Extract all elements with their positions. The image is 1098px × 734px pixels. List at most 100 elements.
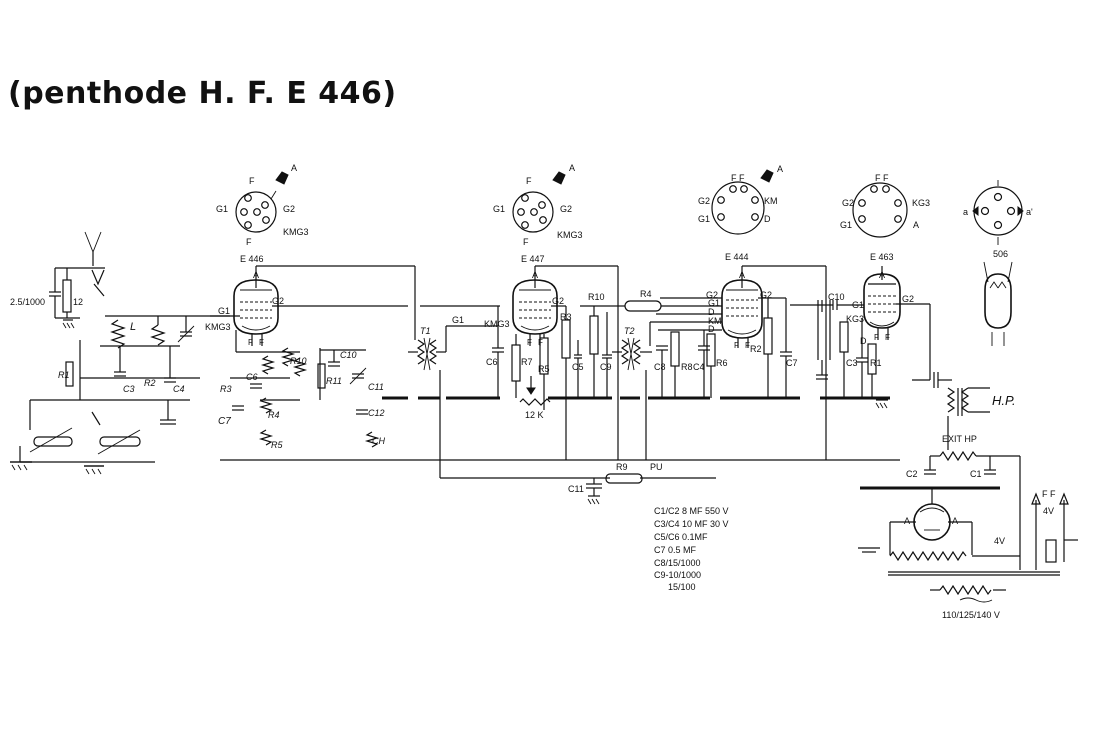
tube-e447: A G2 KMG3 F F xyxy=(484,265,619,347)
pin-label: a xyxy=(963,207,968,217)
transformer-t1: T1 G1 xyxy=(408,266,500,460)
electrode-label: A xyxy=(532,270,538,280)
electrode-label: D xyxy=(708,307,715,317)
component-label: EXIT HP xyxy=(942,434,977,444)
electrode-label: A xyxy=(879,270,885,280)
electrode-label: G1 xyxy=(218,306,230,316)
component-label: C12 xyxy=(368,408,385,418)
component-label: R6 xyxy=(716,358,728,368)
bus-lines xyxy=(220,396,900,479)
parts-list-item: C8/15/1000 xyxy=(654,558,701,568)
component-label: C10 xyxy=(340,350,357,360)
component-label: R1 xyxy=(58,370,70,380)
e447-components: C6 R7 R5 R3 12 K C5 C9 R10 xyxy=(486,292,612,460)
tube-e444: A G2 G2 G1 D KM D F F xyxy=(649,265,826,350)
output-stage: H.P. EXIT HP C2 C1 xyxy=(860,372,1021,570)
component-label: C7 xyxy=(218,416,231,427)
electrode-label: D xyxy=(708,324,715,334)
pin-label: G1 xyxy=(216,204,228,214)
component-label: 12 K xyxy=(525,410,544,420)
pin-label: G2 xyxy=(698,196,710,206)
electrode-label: F xyxy=(248,338,253,347)
electrode-label: G1 xyxy=(852,300,864,310)
pin-label: KM xyxy=(764,196,778,206)
pin-label: G2 xyxy=(283,204,295,214)
aerial-section: 2.5/1000 12 xyxy=(10,231,105,329)
component-label: C9 xyxy=(600,362,612,372)
parts-list: C1/C2 8 MF 550 V C3/C4 10 MF 30 V C5/C6 … xyxy=(654,506,729,592)
parts-list-item: C1/C2 8 MF 550 V xyxy=(654,506,729,516)
pin-label: A xyxy=(569,163,575,173)
electrode-label: F xyxy=(527,338,532,347)
component-label: CH xyxy=(372,436,385,446)
component-label: R10 xyxy=(290,356,307,366)
electrode-label: G1 xyxy=(452,315,464,325)
electrode-label: G2 xyxy=(760,290,772,300)
component-label: H.P. xyxy=(992,393,1016,408)
component-label: T2 xyxy=(624,326,635,336)
component-label: PU xyxy=(650,462,663,472)
component-label: A xyxy=(904,516,910,526)
pickup-input: R9 PU C11 xyxy=(568,462,663,505)
component-label: C2 xyxy=(906,469,918,479)
component-label: R2 xyxy=(750,344,762,354)
electrode-label: F xyxy=(259,338,264,347)
tube-name: E 444 xyxy=(725,252,749,262)
tube-name: E 446 xyxy=(240,254,264,264)
electrode-label: G1 xyxy=(708,298,720,308)
pin-label: F xyxy=(249,176,255,186)
pin-label: G1 xyxy=(698,214,710,224)
component-label: 4V xyxy=(994,536,1005,546)
component-label: R9 xyxy=(616,462,628,472)
component-label: C8 xyxy=(654,362,666,372)
electrode-label: KMG3 xyxy=(205,322,231,332)
electrode-label: F xyxy=(874,333,879,342)
component-label: 110/125/140 V xyxy=(942,610,1000,620)
pin-label: F xyxy=(246,237,252,247)
tube-e446: A G1 G2 KMG3 F F xyxy=(205,265,415,347)
component-label: L xyxy=(130,321,136,333)
parts-list-item: C3/C4 10 MF 30 V xyxy=(654,519,729,529)
electrode-label: F xyxy=(745,341,750,350)
pin-label: F xyxy=(523,237,529,247)
pin-label: KG3 xyxy=(912,198,930,208)
pin-label: a' xyxy=(1026,207,1033,217)
pin-label: G1 xyxy=(840,220,852,230)
tube-e463: A G1 G2 KG3 D F F C10 C3 R1 xyxy=(790,266,931,460)
pin-label: F F xyxy=(875,173,889,183)
tube-name: E 447 xyxy=(521,254,545,264)
parts-list-item: C7 0.5 MF xyxy=(654,545,697,555)
component-label: R5 xyxy=(271,440,283,450)
electrode-label: G2 xyxy=(706,290,718,300)
electrode-label: D xyxy=(860,336,867,346)
pin-label: KMG3 xyxy=(557,230,583,240)
component-label: C6 xyxy=(246,372,258,382)
electrode-label: F xyxy=(885,333,890,342)
tube-name: E 463 xyxy=(870,252,894,262)
component-label: C4 xyxy=(173,384,185,394)
pin-label: A xyxy=(291,163,297,173)
parts-list-item: 15/100 xyxy=(668,582,696,592)
ground-symbol xyxy=(10,461,104,475)
component-label: R3 xyxy=(220,384,232,394)
component-label: C10 xyxy=(828,292,845,302)
component-label: R2 xyxy=(144,378,156,388)
pin-label: F xyxy=(526,176,532,186)
electrode-label: G2 xyxy=(272,296,284,306)
electrode-label: KMG3 xyxy=(484,319,510,329)
page-title: (penthode H. F. E 446) xyxy=(8,76,397,111)
input-tuning-network: L R1 R2 C3 C4 xyxy=(10,315,230,467)
electrode-label: KM xyxy=(708,316,722,326)
electrode-label: G2 xyxy=(552,296,564,306)
component-label: C6 xyxy=(486,357,498,367)
component-label: C3 xyxy=(123,384,135,394)
component-label: T1 xyxy=(420,326,431,336)
parts-list-item: C5/C6 0.1MF xyxy=(654,532,708,542)
component-label: 2.5/1000 xyxy=(10,297,45,307)
component-label: C3 xyxy=(846,358,858,368)
electrode-label: A xyxy=(739,270,745,280)
socket-e463: F F G2 KG3 G1 A E 463 xyxy=(840,173,930,262)
component-label: R11 xyxy=(326,376,342,386)
parts-list-item: C9-10/1000 xyxy=(654,570,701,580)
